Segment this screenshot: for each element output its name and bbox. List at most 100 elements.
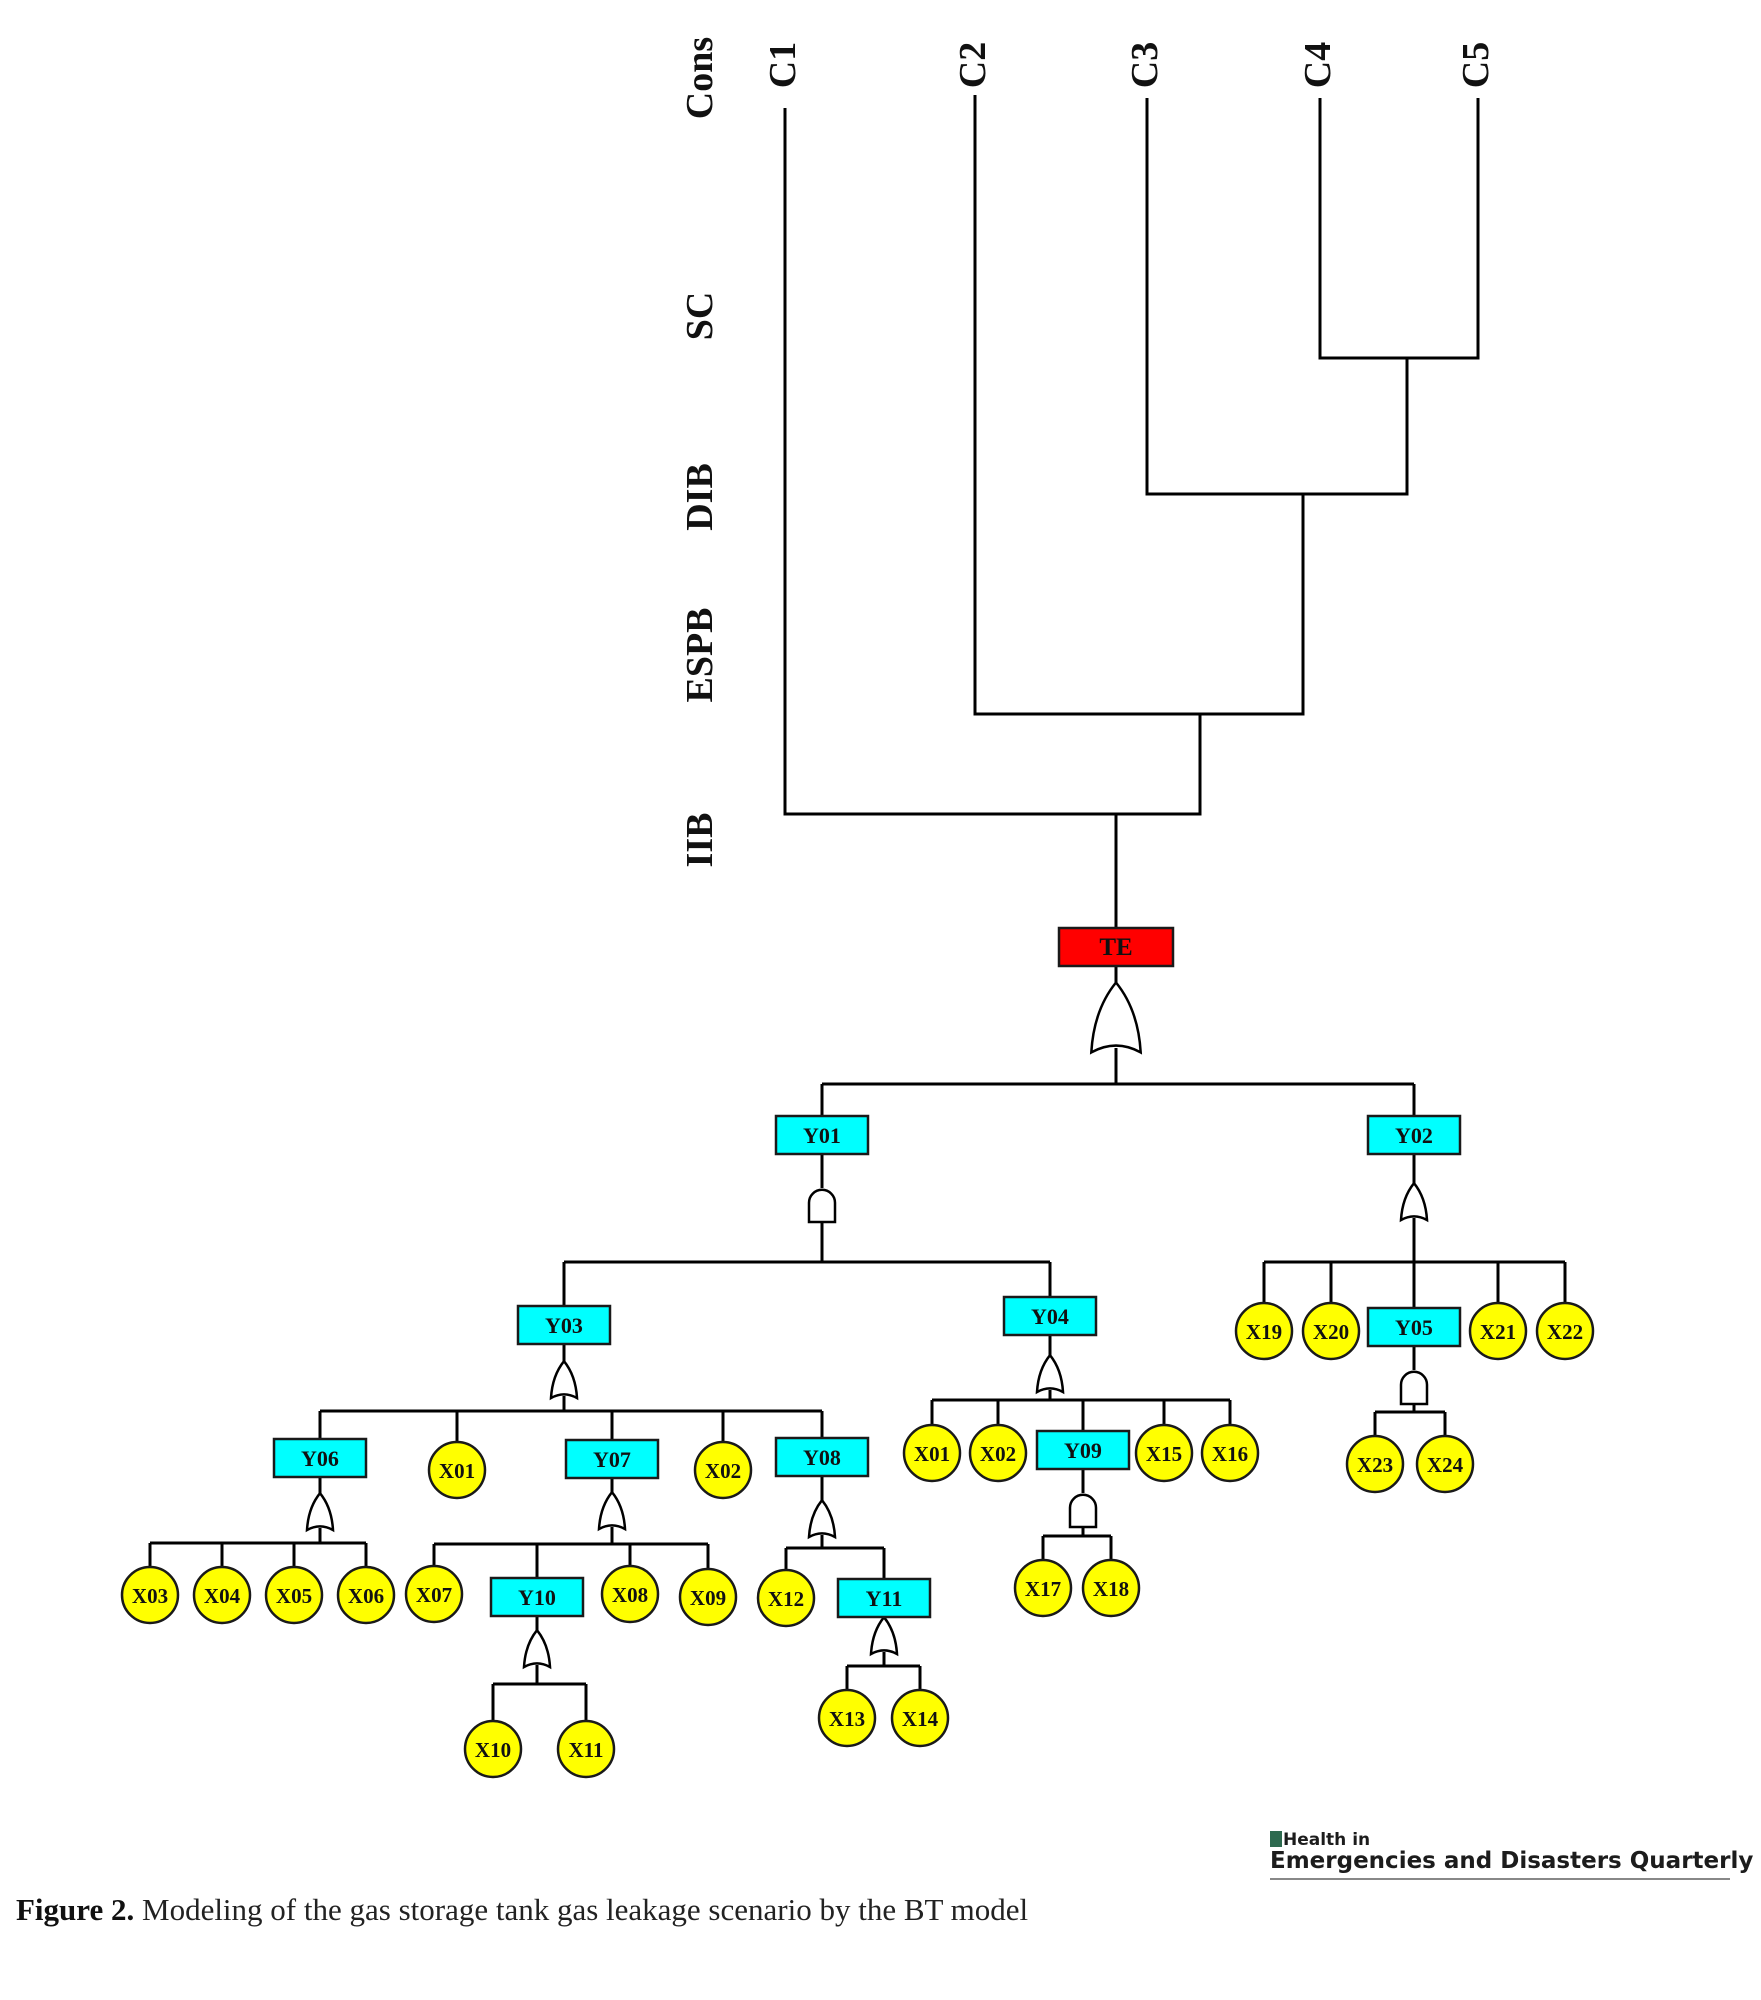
consequence-label-c1: C1: [762, 42, 804, 88]
intermediate-event-box-y03: [516, 1304, 612, 1346]
basic-event-circle-y10-x11: [556, 1719, 616, 1779]
gate-or-y10-icon: [522, 1628, 552, 1670]
basic-event-label-y07-x07: X07: [416, 1583, 452, 1607]
basic-event-circle-y02-x21: [1468, 1301, 1528, 1361]
basic-event-label-y02-x21: X21: [1480, 1320, 1516, 1344]
consequence-label-c5: C5: [1455, 42, 1497, 88]
journal-logo: Health in Emergencies and Disasters Quar…: [1270, 1830, 1753, 1884]
intermediate-event-label-y09: Y09: [1064, 1438, 1102, 1463]
consequence-label-c3: C3: [1124, 42, 1166, 88]
gate-and-y09-icon: [1068, 1493, 1098, 1529]
event-tree-c5-branch: [1407, 98, 1480, 360]
gate-or-te-icon: [1089, 980, 1143, 1055]
intermediate-event-label-y01: Y01: [803, 1123, 841, 1148]
basic-event-circle-y11-x13: [817, 1688, 877, 1748]
basic-event-circle-y04-x16: [1200, 1423, 1260, 1483]
axis-label-cons: Cons: [679, 37, 721, 119]
intermediate-event-label-y10: Y10: [518, 1585, 556, 1610]
intermediate-event-label-y08: Y08: [803, 1445, 841, 1470]
intermediate-event-box-y09: [1035, 1429, 1131, 1471]
intermediate-event-label-y02: Y02: [1395, 1123, 1433, 1148]
event-tree-c3-branch: [1145, 98, 1305, 716]
basic-event-label-y03-x02: X02: [705, 1459, 741, 1483]
axis-label-sc: SC: [679, 292, 721, 341]
basic-event-circle-y06-x04: [192, 1565, 252, 1625]
basic-event-circle-y02-x19: [1234, 1301, 1294, 1361]
basic-event-label-y07-x08: X08: [612, 1583, 648, 1607]
figure-caption-text: Modeling of the gas storage tank gas lea…: [142, 1892, 1029, 1927]
basic-event-label-y09-x17: X17: [1025, 1577, 1061, 1601]
top-event-label-te: TE: [1099, 934, 1132, 961]
logic-gates: [305, 980, 1429, 1670]
intermediate-event-box-y07: [564, 1438, 660, 1480]
basic-event-circle-y05-x24: [1415, 1434, 1475, 1494]
gate-or-y02-icon: [1399, 1181, 1429, 1223]
basic-event-label-y03-x01: X01: [439, 1459, 475, 1483]
basic-event-circle-y06-x05: [264, 1565, 324, 1625]
intermediate-event-box-y02: [1366, 1114, 1462, 1156]
gate-or-y11-icon: [869, 1615, 899, 1657]
basic-event-label-y09-x18: X18: [1093, 1577, 1129, 1601]
basic-event-label-y08-x12: X12: [768, 1587, 804, 1611]
intermediate-event-label-y06: Y06: [301, 1446, 339, 1471]
axis-label-iib: IIB: [679, 813, 721, 868]
basic-event-circle-y06-x06: [336, 1565, 396, 1625]
intermediate-event-label-y03: Y03: [545, 1313, 583, 1338]
intermediate-event-box-y01: [774, 1114, 870, 1156]
basic-event-label-y02-x22: X22: [1547, 1320, 1583, 1344]
logo-mark-icon: [1270, 1831, 1282, 1847]
basic-event-label-y10-x10: X10: [475, 1738, 511, 1762]
basic-event-label-y06-x04: X04: [204, 1584, 241, 1608]
basic-event-circle-y04-x15: [1134, 1423, 1194, 1483]
basic-event-label-y04-x15: X15: [1146, 1442, 1182, 1466]
basic-event-circle-y04-x01: [902, 1423, 962, 1483]
basic-event-label-y02-x19: X19: [1246, 1320, 1282, 1344]
basic-event-circle-y07-x09: [678, 1567, 738, 1627]
intermediate-event-box-y10: [489, 1576, 585, 1618]
basic-event-label-y10-x11: X11: [568, 1738, 603, 1762]
basic-event-label-y04-x02: X02: [980, 1442, 1016, 1466]
basic-event-label-y04-x16: X16: [1212, 1442, 1248, 1466]
event-tree-c4-branch: [1303, 98, 1409, 496]
consequence-label-c4: C4: [1297, 42, 1339, 88]
consequence-label-c2: C2: [952, 42, 994, 88]
logo-underline: [1270, 1878, 1730, 1880]
basic-event-circle-y02-x22: [1535, 1301, 1595, 1361]
basic-event-circle-y08-x12: [756, 1568, 816, 1628]
axis-label-dib: DIB: [679, 463, 721, 531]
basic-event-circle-y11-x14: [890, 1688, 950, 1748]
figure-label: Figure 2.: [16, 1892, 135, 1927]
intermediate-event-label-y05: Y05: [1395, 1315, 1433, 1340]
basic-event-label-y06-x03: X03: [132, 1584, 168, 1608]
top-event-box-te: [1057, 926, 1175, 968]
intermediate-event-box-y08: [774, 1436, 870, 1478]
logo-line-2: Emergencies and Disasters Quarterly: [1270, 1848, 1754, 1874]
basic-event-label-y11-x14: X14: [902, 1707, 939, 1731]
basic-event-circle-y03-x01: [427, 1440, 487, 1500]
intermediate-event-box-y06: [272, 1437, 368, 1479]
basic-event-circle-y09-x18: [1081, 1558, 1141, 1618]
gate-or-y07-icon: [597, 1490, 627, 1532]
figure-caption: Figure 2. Modeling of the gas storage ta…: [16, 1892, 1028, 1928]
event-tree-c1-branch: [783, 108, 1202, 816]
intermediate-event-label-y04: Y04: [1031, 1304, 1069, 1329]
gate-or-y04-icon: [1035, 1353, 1065, 1395]
gate-or-y03-icon: [549, 1359, 579, 1401]
basic-event-circle-y07-x07: [404, 1564, 464, 1624]
intermediate-event-label-y11: Y11: [866, 1586, 903, 1611]
gate-or-y08-icon: [807, 1498, 837, 1540]
intermediate-event-box-y04: [1002, 1295, 1098, 1337]
gate-and-y05-icon: [1399, 1370, 1429, 1406]
basic-event-label-y05-x24: X24: [1427, 1453, 1464, 1477]
basic-event-label-y06-x05: X05: [276, 1584, 312, 1608]
basic-event-circle-y07-x08: [600, 1564, 660, 1624]
basic-event-label-y02-x20: X20: [1313, 1320, 1349, 1344]
basic-event-label-y06-x06: X06: [348, 1584, 384, 1608]
connector-lines: [148, 95, 1567, 1721]
basic-event-circle-y04-x02: [968, 1423, 1028, 1483]
basic-event-circle-y05-x23: [1345, 1434, 1405, 1494]
basic-event-circle-y02-x20: [1301, 1301, 1361, 1361]
